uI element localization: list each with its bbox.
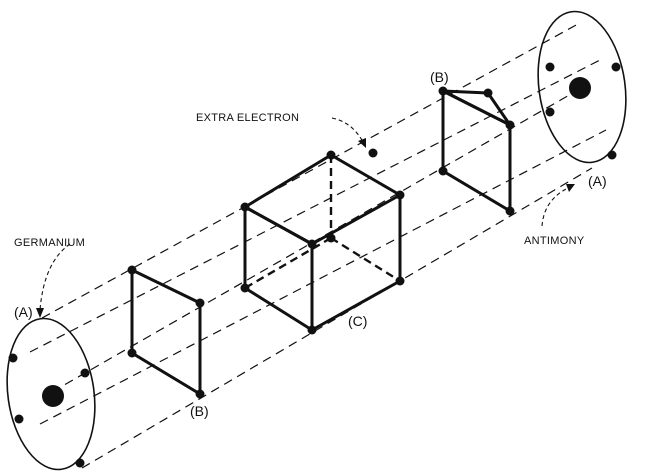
cube-front-face [243,205,314,332]
right-square-vertex [505,206,515,216]
cube-vertex [395,190,405,200]
cube-vertex [240,202,250,212]
c-center-label: (C) [348,313,367,329]
germanium-orbit [6,317,96,471]
right-square-vertex [483,88,493,98]
guide-line-bottom [81,167,593,469]
cube-vertex [240,283,250,293]
germanium-electron [75,458,85,468]
extra-electron-arrowhead [358,138,366,148]
cube-vertex [307,325,317,335]
left-square-vertex [127,265,137,275]
germanium-nucleus [42,385,64,407]
right-square-vertex [438,166,448,176]
antimony-pointer [541,187,569,227]
right-square-vertex [438,86,448,96]
germanium-label: GERMANIUM [14,237,85,249]
antimony-electron [611,62,621,72]
cube-top-face [243,153,402,246]
cube-vertex-hidden [326,233,336,243]
cube-hidden-edge [244,236,332,290]
antimony-arrowhead [566,184,575,192]
antimony-nucleus [569,77,591,99]
left-square-outline [130,267,202,397]
cube-hidden-edges [244,155,401,290]
right-square-bond-triangle [441,89,512,127]
extra-electron-label: EXTRA ELECTRON [196,112,299,124]
guide-line-upper [29,59,601,353]
guide-line-lower [39,129,607,425]
right-square-b [438,86,515,216]
germanium-electron [14,414,24,424]
right-square-vertex [505,120,515,130]
antimony-orbit [537,10,627,164]
left-square-vertex [195,298,205,308]
left-square-b [127,265,205,399]
extra-electron-dot [368,148,378,158]
cube-vertex [395,276,405,286]
antimony-electron [607,150,617,160]
cube-vertex [307,239,317,249]
b-left-label: (B) [190,403,209,419]
extra-electron-pointer [331,117,364,143]
germanium-pointer [39,243,71,311]
pointer-arrows [39,117,569,311]
left-square-vertex [127,348,137,358]
guide-line-top [41,23,579,319]
cube-bottom-edge [311,279,401,332]
germanium-electron [80,368,90,378]
a-left-label: (A) [14,304,33,320]
cube-visible-edges [243,153,402,332]
center-cube-c [240,150,405,335]
antimony-label: ANTIMONY [524,235,585,247]
germanium-arrowhead [36,308,44,318]
antimony-electron [545,107,555,117]
germanium-atom [6,317,96,471]
germanium-electron [8,353,18,363]
cube-vertex [326,150,336,160]
antimony-electron [545,62,555,72]
pointer-arrowheads [36,138,575,318]
b-right-label: (B) [430,69,449,85]
a-right-label: (A) [588,173,607,189]
left-square-vertex [195,389,205,399]
cube-hidden-edge [330,236,401,283]
antimony-atom [537,10,627,164]
